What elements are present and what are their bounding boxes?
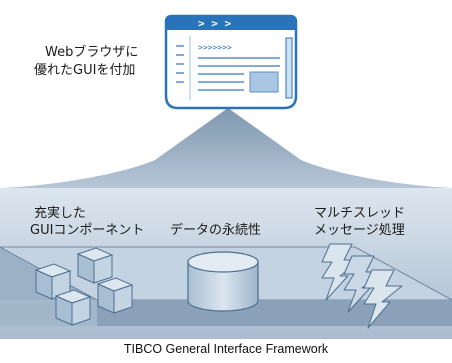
upward-arrow	[0, 108, 452, 188]
browser-content-lines	[198, 57, 280, 91]
content-arrows: >>>>>>>	[198, 43, 232, 52]
components-label-line1: 充実した	[34, 206, 87, 221]
data-persistence-cylinder-icon	[187, 251, 259, 312]
browser-window-icon: > > > >>>>>>>	[164, 14, 298, 110]
multithread-lightning-icon	[321, 243, 403, 329]
browser-image-placeholder	[249, 71, 279, 93]
framework-label: TIBCO General Interface Framework	[123, 342, 329, 356]
browser-scrollbar	[285, 37, 293, 99]
threading-label-line2: メッセージ処理	[314, 223, 405, 238]
gui-components-cubes-icon	[34, 247, 134, 326]
browser-callout-line1: Webブラウザに	[45, 45, 139, 60]
threading-label-line1: マルチスレッド	[314, 206, 406, 221]
persistence-label: データの永続性	[170, 223, 262, 238]
components-label-line2: GUIコンポーネント	[30, 223, 145, 238]
browser-callout-line2: 優れたGUIを付加	[34, 63, 136, 78]
titlebar-arrows: > > >	[198, 17, 231, 30]
browser-titlebar	[166, 16, 296, 30]
browser-sidebar-lines	[176, 45, 184, 83]
